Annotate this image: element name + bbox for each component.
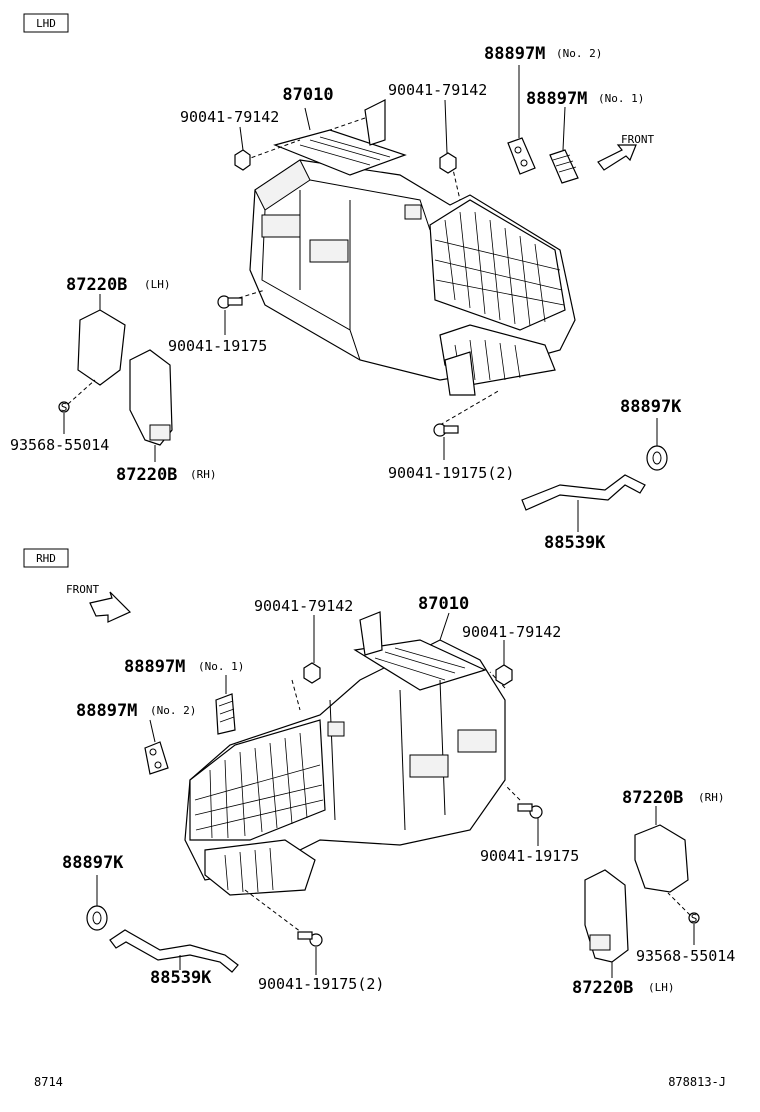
rhd-damper-no1-icon xyxy=(215,693,236,735)
lhd-screw-small-icon: S xyxy=(58,401,70,414)
rhd-front-label: FRONT xyxy=(66,583,99,596)
rhd-label-bolt-right-top: 90041-79142 xyxy=(462,623,561,641)
lhd-grommet-icon xyxy=(646,445,668,471)
rhd-bolt-left-top-icon xyxy=(303,662,321,684)
footer-left: 8714 xyxy=(34,1075,63,1089)
svg-text:S: S xyxy=(691,912,698,925)
lhd-heater-unit xyxy=(249,99,576,396)
lhd-tag: LHD xyxy=(36,17,56,30)
rhd-grommet-icon xyxy=(86,905,108,931)
rhd-label-screw-bottom: 90041-19175(2) xyxy=(258,975,384,993)
rhd-label-damper2-pn: 88897M xyxy=(76,701,137,721)
rhd-label-screw-small: 93568-55014 xyxy=(636,947,735,965)
lhd-bolt-right-top-icon xyxy=(439,152,457,174)
lhd-label-bolt-left-top: 90041-79142 xyxy=(180,108,279,126)
rhd-heater-unit xyxy=(184,611,506,896)
lhd-label-duct-rh-sub: (RH) xyxy=(190,468,217,481)
lhd-label-unit: 87010 xyxy=(282,85,333,105)
lhd-label-grommet: 88897K xyxy=(620,397,682,417)
lhd-label-screw-small: 93568-55014 xyxy=(10,436,109,454)
lhd-duct-lh-icon xyxy=(77,309,126,386)
rhd-label-damper2-sub: (No. 2) xyxy=(150,704,196,717)
lhd-label-damper1-sub: (No. 1) xyxy=(598,92,644,105)
lhd-front-arrow-icon xyxy=(597,144,637,171)
lhd-screw-bottom-icon xyxy=(433,423,459,437)
rhd-label-damper1-pn: 88897M xyxy=(124,657,185,677)
lhd-tag-box xyxy=(23,13,69,33)
rhd-bolt-right-top-icon xyxy=(495,664,513,686)
rhd-screw-bottom-icon xyxy=(297,931,323,947)
rhd-label-duct-rh-pn: 87220B xyxy=(622,788,683,808)
lhd-damper-no1-icon xyxy=(549,149,579,184)
rhd-label-duct-lh-sub: (LH) xyxy=(648,981,675,994)
rhd-duct-lh-icon xyxy=(584,869,629,963)
lhd-label-duct-rh-pn: 87220B xyxy=(116,465,177,485)
lhd-bolt-left-top-icon xyxy=(234,149,251,171)
rhd-front-arrow-icon xyxy=(89,591,132,623)
rhd-tag-box xyxy=(23,548,69,568)
rhd-tag: RHD xyxy=(36,552,56,565)
lhd-label-screw-bottom: 90041-19175(2) xyxy=(388,464,514,482)
rhd-label-bolt-left-top: 90041-79142 xyxy=(254,597,353,615)
rhd-label-duct-rh-sub: (RH) xyxy=(698,791,725,804)
lhd-screw-mid-icon xyxy=(217,295,243,309)
lhd-label-hose: 88539K xyxy=(544,533,606,553)
lhd-duct-rh-icon xyxy=(129,349,173,446)
lhd-hose-icon xyxy=(521,474,646,511)
lhd-label-bolt-right-top: 90041-79142 xyxy=(388,81,487,99)
rhd-label-unit: 87010 xyxy=(418,594,469,614)
lhd-label-screw-mid: 90041-19175 xyxy=(168,337,267,355)
rhd-section: RHD FRONT xyxy=(23,548,735,998)
rhd-hose-icon xyxy=(109,929,239,973)
rhd-label-hose: 88539K xyxy=(150,968,212,988)
rhd-damper-no2-icon xyxy=(144,741,169,775)
rhd-label-duct-lh-pn: 87220B xyxy=(572,978,633,998)
lhd-label-duct-lh-sub: (LH) xyxy=(144,278,171,291)
rhd-screw-small-icon: S xyxy=(688,912,700,925)
lhd-label-duct-lh-pn: 87220B xyxy=(66,275,127,295)
rhd-label-screw-mid: 90041-19175 xyxy=(480,847,579,865)
lhd-label-damper1-pn: 88897M xyxy=(526,89,587,109)
lhd-label-damper2-sub: (No. 2) xyxy=(556,47,602,60)
svg-text:S: S xyxy=(61,401,68,414)
rhd-label-damper1-sub: (No. 1) xyxy=(198,660,244,673)
lhd-front-label: FRONT xyxy=(621,133,654,146)
lhd-label-damper2-pn: 88897M xyxy=(484,44,545,64)
footer-right: 878813-J xyxy=(668,1075,726,1089)
rhd-duct-rh-icon xyxy=(634,824,689,893)
rhd-screw-mid-icon xyxy=(517,803,543,819)
lhd-damper-no2-icon xyxy=(507,137,536,175)
lhd-section: LHD xyxy=(10,13,682,553)
rhd-label-grommet: 88897K xyxy=(62,853,124,873)
